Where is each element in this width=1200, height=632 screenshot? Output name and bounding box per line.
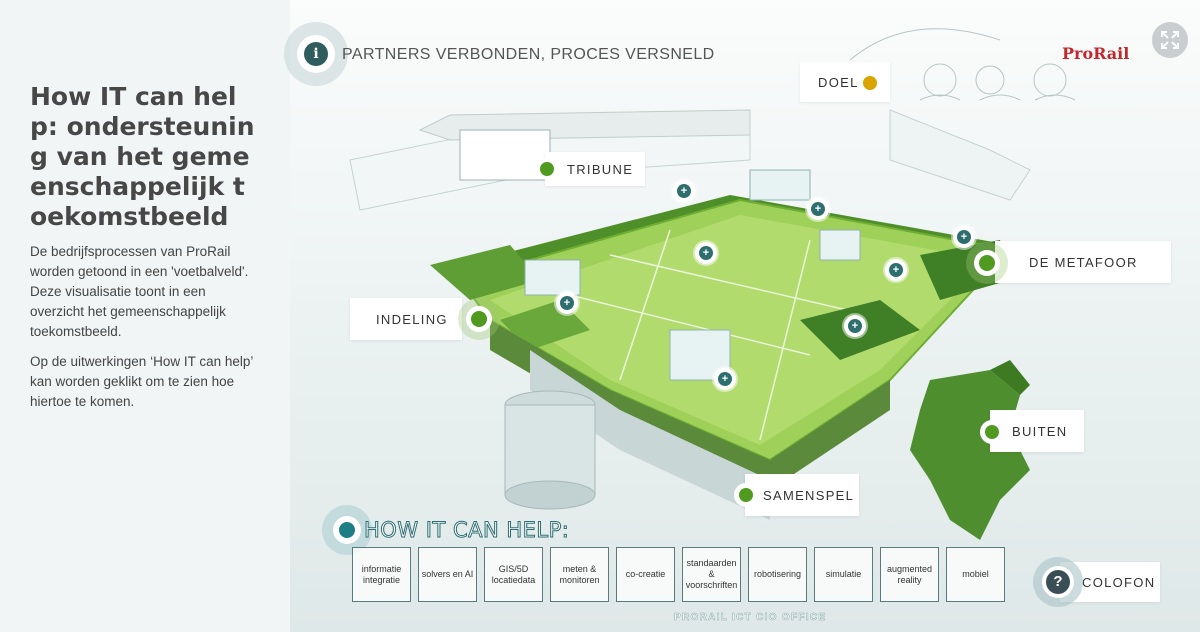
it-button-robotisering[interactable]: robotisering <box>748 547 807 602</box>
field-plus-icon[interactable]: + <box>556 292 578 314</box>
hotspot-label: TRIBUNE <box>567 161 634 177</box>
intro-text: De bedrijfsprocessen van ProRail worden … <box>30 242 260 412</box>
colofon-marker[interactable]: ? <box>1033 557 1083 607</box>
expand-button[interactable] <box>1152 22 1188 58</box>
doel-marker-icon[interactable] <box>860 73 880 93</box>
field-plus-icon[interactable]: + <box>714 368 736 390</box>
field-plus-icon[interactable]: + <box>844 315 866 337</box>
field-plus-icon[interactable]: + <box>953 226 975 248</box>
hotspot-label: DOEL <box>818 74 859 90</box>
header-title: PARTNERS VERBONDEN, PROCES VERSNELD <box>342 46 715 63</box>
footer-credit: PRORAIL ICT CIO OFFICE <box>674 612 827 624</box>
question-icon: ? <box>1046 570 1070 594</box>
hotspot-indeling[interactable]: INDELING <box>350 298 462 340</box>
metafoor-marker-icon[interactable] <box>966 242 1008 284</box>
hotspot-label: DE METAFOOR <box>1029 254 1138 270</box>
field-plus-icon[interactable]: + <box>673 180 695 202</box>
it-button-informatie-integratie[interactable]: informatie integratie <box>352 547 411 602</box>
expand-icon <box>1161 31 1179 49</box>
it-button-standaarden[interactable]: standaarden & voorschriften <box>682 547 741 602</box>
intro-panel: How IT can help: ondersteuning van het g… <box>30 82 260 412</box>
it-button-solvers-ai[interactable]: solvers en AI <box>418 547 477 602</box>
hotspot-metafoor[interactable]: DE METAFOOR <box>995 241 1171 283</box>
prorail-logo: ProRail <box>1062 44 1130 63</box>
it-button-augmented-reality[interactable]: augmented reality <box>880 547 939 602</box>
hotspot-tribune[interactable]: TRIBUNE <box>545 152 645 186</box>
indeling-marker-icon[interactable] <box>458 298 500 340</box>
field-plus-icon[interactable]: + <box>885 259 907 281</box>
football-field-illustration <box>290 0 1200 632</box>
field-plus-icon[interactable]: + <box>695 242 717 264</box>
it-button-gis-locatiedata[interactable]: GIS/5D locatiedata <box>484 547 543 602</box>
it-button-meten-monitoren[interactable]: meten & monitoren <box>550 547 609 602</box>
field-plus-icon[interactable]: + <box>807 198 829 220</box>
info-icon: i <box>304 42 328 66</box>
hotspot-buiten[interactable]: BUITEN <box>990 410 1084 452</box>
hotspot-label: BUITEN <box>1012 423 1068 439</box>
hotspot-label: INDELING <box>376 311 448 327</box>
colofon-label: COLOFON <box>1082 574 1156 590</box>
it-button-co-creatie[interactable]: co-creatie <box>616 547 675 602</box>
info-button[interactable]: i <box>284 22 348 86</box>
it-button-mobiel[interactable]: mobiel <box>946 547 1005 602</box>
hotspot-samenspel[interactable]: SAMENSPEL <box>745 474 859 516</box>
how-it-can-help-title: HOW IT CAN HELP: <box>363 518 570 543</box>
buiten-marker-icon[interactable] <box>980 420 1004 444</box>
how-it-can-help-buttons: informatie integratie solvers en AI GIS/… <box>352 547 1005 602</box>
how-it-can-help-marker-icon[interactable] <box>322 505 372 555</box>
samenspel-marker-icon[interactable] <box>734 483 758 507</box>
intro-paragraph: De bedrijfsprocessen van ProRail worden … <box>30 244 249 339</box>
page-title: How IT can help: ondersteuning van het g… <box>30 82 255 231</box>
hotspot-label: SAMENSPEL <box>763 487 855 503</box>
field-drawing <box>349 28 1076 540</box>
intro-paragraph: Op de uitwerkingen ‘How IT can help’ kan… <box>30 354 253 409</box>
it-button-simulatie[interactable]: simulatie <box>814 547 873 602</box>
hotspot-doel[interactable]: DOEL <box>800 62 890 102</box>
tribune-marker-icon[interactable] <box>536 158 558 180</box>
